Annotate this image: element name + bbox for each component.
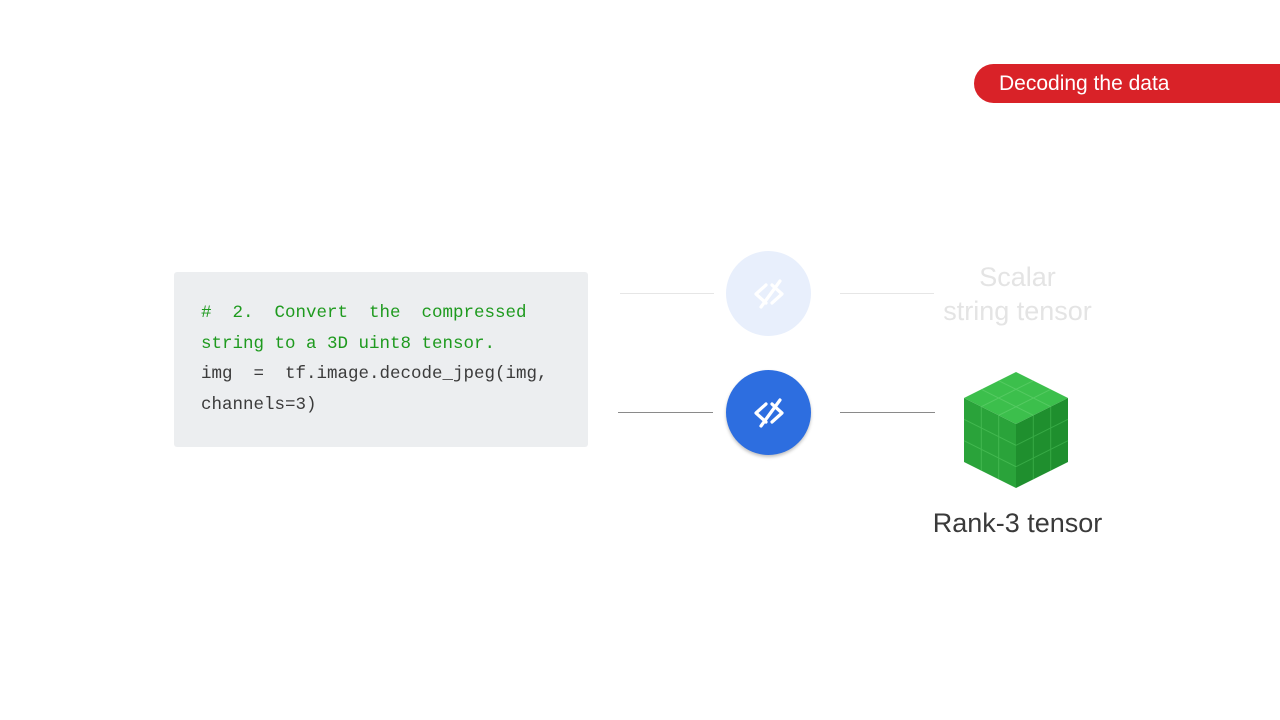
rank-3-tensor-label: Rank-3 tensor <box>932 508 1103 538</box>
green-cube-icon <box>960 370 1072 495</box>
active-connector-right <box>840 412 935 413</box>
code-slash-icon <box>754 279 784 309</box>
code-line-comment-1: # 2. Convert the compressed <box>201 303 527 323</box>
code-slash-icon <box>754 398 784 428</box>
scalar-string-tensor-label: Scalar string tensor <box>920 260 1115 328</box>
code-snippet: # 2. Convert the compressed string to a … <box>174 272 588 447</box>
faded-label-line-1: Scalar <box>979 262 1056 292</box>
code-line-statement-2: channels=3) <box>201 394 317 415</box>
faded-step-node <box>726 251 811 336</box>
code-line-comment-2: string to a 3D uint8 tensor. <box>201 333 496 354</box>
active-connector-left <box>618 412 713 413</box>
section-title: Decoding the data <box>999 72 1170 95</box>
section-title-pill: Decoding the data <box>974 64 1280 103</box>
faded-label-line-2: string tensor <box>943 296 1092 326</box>
decode-step-node <box>726 370 811 455</box>
faded-connector-right <box>840 293 934 294</box>
code-line-statement-1: img = tf.image.decode_jpeg(img, <box>201 364 548 384</box>
faded-connector-left <box>620 293 714 294</box>
